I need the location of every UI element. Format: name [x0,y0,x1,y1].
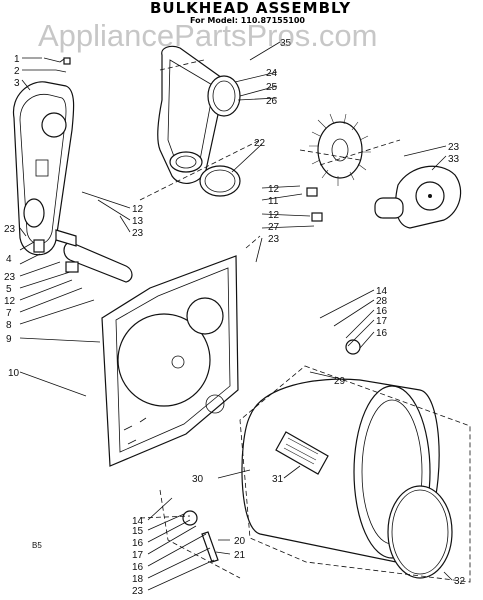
callout-32: 32 [454,576,466,587]
page-code: B5 [32,541,42,550]
callout-12-center-a: 12 [268,184,280,195]
callout-17-bottom: 17 [132,550,144,561]
screws-top-left [43,57,71,73]
callout-10: 10 [8,368,20,379]
callout-12-center-b: 12 [268,210,280,221]
callout-30: 30 [192,474,204,485]
callout-23-upper-left: 23 [132,228,144,239]
drum-seal [387,485,453,579]
callout-11: 11 [268,196,279,207]
callout-13: 13 [132,216,144,227]
diagram-title: BULKHEAD ASSEMBLY [150,0,351,17]
callout-23-center: 23 [268,234,280,245]
callout-23-bottom: 23 [132,586,144,597]
watermark: AppliancePartsPros.com [38,18,377,53]
model-number: For Model: 110.87155100 [190,16,305,25]
callout-31: 31 [272,474,284,485]
callout-16-bottom-a: 16 [132,538,144,549]
callout-27: 27 [268,222,280,233]
callout-22: 22 [254,138,266,149]
exhaust-duct [157,45,227,184]
callout-5: 5 [6,284,12,295]
callout-16-right-a: 16 [376,306,388,317]
callout-12-upper-left: 12 [132,204,144,215]
blower-wheel [309,113,371,186]
callout-8: 8 [6,320,12,331]
heater-tube [33,229,133,283]
callout-21: 21 [234,550,246,561]
callout-3: 3 [14,78,20,89]
duct-seal-22 [199,165,241,197]
callout-20: 20 [234,536,246,547]
callout-17-right: 17 [376,316,388,327]
callout-26: 26 [266,96,278,107]
callout-24: 24 [266,68,278,79]
clip-27 [311,212,323,222]
callout-18: 18 [132,574,144,585]
callout-35: 35 [280,38,292,49]
callout-14-right: 14 [376,286,388,297]
callout-7: 7 [6,308,12,319]
lint-duct-housing [12,81,75,256]
callout-15: 15 [132,526,144,537]
bulkhead-panel [101,255,239,467]
callout-16-bottom-b: 16 [132,562,144,573]
callout-14-bottom: 14 [132,516,144,527]
callout-1: 1 [14,54,20,65]
callout-29: 29 [334,376,346,387]
callout-33: 33 [448,154,460,165]
callout-23-top-right: 23 [448,142,460,153]
callout-23-left-a: 23 [4,224,16,235]
drum-roller-right [345,339,361,355]
callout-9: 9 [6,334,12,345]
callout-28: 28 [376,296,388,307]
callout-2: 2 [14,66,20,77]
roller-shaft [201,531,219,563]
callout-4: 4 [6,254,12,265]
callout-23-left-b: 23 [4,272,16,283]
callout-25: 25 [266,82,278,93]
clip-11 [306,187,318,197]
callout-16-right-b: 16 [376,328,388,339]
blower-housing [374,165,462,229]
callout-12-left: 12 [4,296,16,307]
